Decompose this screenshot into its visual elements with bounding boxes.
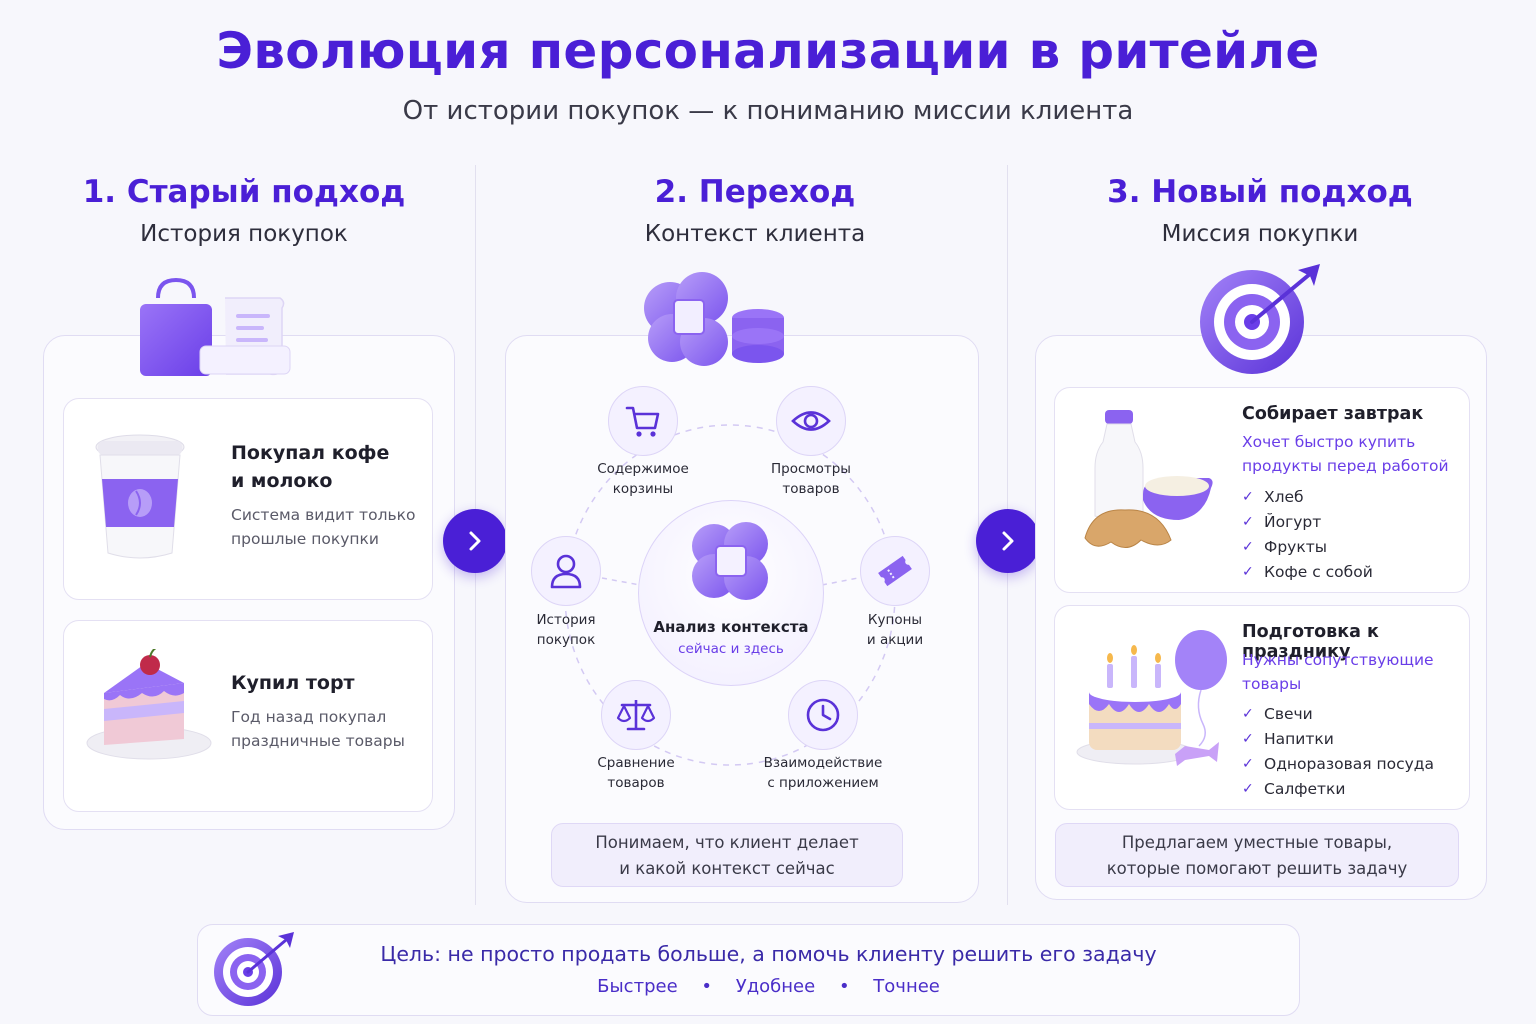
mission-card-breakfast: Собирает завтрак Хочет быстро купить про…: [1054, 387, 1470, 593]
list-item: ✓Йогурт: [1242, 512, 1322, 531]
old-card-desc: Система видит только прошлые покупки: [231, 506, 416, 548]
mission-items: ✓Свечи ✓Напитки ✓Одноразовая посуда ✓Сал…: [1242, 701, 1434, 801]
column-title-transition: 2. Переход: [654, 174, 856, 210]
new-approach-note: Предлагаем уместные товары, которые помо…: [1055, 823, 1459, 887]
mission-card-holiday: Подготовка к празднику Нужны сопутствующ…: [1054, 605, 1470, 810]
old-card-cake: Купил торт Год назад покупал праздничные…: [63, 620, 433, 812]
node-views: [776, 386, 846, 456]
coupon-icon: [878, 555, 912, 587]
page-title: Эволюция персонализации в ритейле: [216, 22, 1320, 80]
chevron-right-icon: [1002, 531, 1014, 551]
coffee-cup-icon: [95, 434, 185, 559]
goal-text: Цель: не просто продать больше, а помочь…: [380, 942, 1157, 966]
list-item: ✓Одноразовая посуда: [1242, 754, 1435, 773]
list-item: ✓Хлеб: [1242, 487, 1304, 506]
breakfast-icon: [1084, 410, 1213, 548]
old-card-title: Купил торт: [231, 672, 355, 694]
goal-tags: Быстрее • Удобнее • Точнее: [197, 976, 1300, 997]
mission-items: ✓Хлеб ✓Йогурт ✓Фрукты ✓Кофе с собой: [1242, 484, 1373, 584]
list-item: ✓Фрукты: [1242, 537, 1327, 556]
shopping-bag-icon: [140, 277, 291, 376]
goal-tag: Удобнее: [735, 976, 816, 997]
column-subtitle-old: История покупок: [140, 221, 348, 247]
eye-icon: [791, 411, 831, 431]
check-icon: ✓: [1242, 563, 1254, 580]
target-icon: [214, 932, 294, 1006]
column-title-old: 1. Старый подход: [82, 174, 406, 210]
column-subtitle-transition: Контекст клиента: [644, 221, 866, 247]
old-card-title: Покупал кофе и молоко: [231, 442, 390, 492]
clock-icon: [806, 698, 840, 732]
old-card-coffee: Покупал кофе и молоко Система видит толь…: [63, 398, 433, 600]
tag-separator: •: [701, 976, 713, 997]
goal-tag: Точнее: [873, 976, 940, 997]
node-coupons: [860, 536, 930, 606]
mission-subtitle: Нужны сопутствующие товары: [1242, 651, 1434, 693]
user-icon: [550, 554, 582, 589]
check-icon: ✓: [1242, 730, 1254, 747]
mission-title: Собирает завтрак: [1242, 404, 1424, 424]
brain-database-icon: [644, 272, 784, 366]
goal-tag: Быстрее: [597, 976, 678, 997]
target-icon: [1200, 264, 1320, 374]
check-icon: ✓: [1242, 488, 1254, 505]
list-item: ✓Салфетки: [1242, 779, 1346, 798]
list-item: ✓Кофе с собой: [1242, 562, 1373, 581]
node-history: [531, 536, 601, 606]
check-icon: ✓: [1242, 513, 1254, 530]
check-icon: ✓: [1242, 755, 1254, 772]
goal-banner: [197, 924, 1300, 1016]
check-icon: ✓: [1242, 705, 1254, 722]
cake-slice-icon: [86, 649, 212, 760]
tag-separator: •: [838, 976, 850, 997]
check-icon: ✓: [1242, 538, 1254, 555]
brain-chip-icon: [692, 522, 768, 600]
node-cart: [608, 386, 678, 456]
mission-title: Подготовка к празднику: [1242, 622, 1379, 662]
next-arrow-button[interactable]: [443, 509, 507, 573]
transition-note: Понимаем, что клиент делает и какой конт…: [551, 823, 903, 887]
next-arrow-button[interactable]: [976, 509, 1040, 573]
birthday-cake-icon: [1076, 630, 1227, 766]
hub-subtitle: сейчас и здесь: [678, 641, 784, 657]
node-app-interaction: [788, 680, 858, 750]
check-icon: ✓: [1242, 780, 1254, 797]
cart-icon: [625, 406, 660, 437]
list-item: ✓Свечи: [1242, 704, 1313, 723]
chevron-right-icon: [469, 531, 481, 551]
node-compare: [601, 680, 671, 750]
list-item: ✓Напитки: [1242, 729, 1334, 748]
page-subtitle: От истории покупок — к пониманию миссии …: [402, 96, 1134, 126]
mission-subtitle: Хочет быстро купить продукты перед работ…: [1242, 433, 1449, 475]
column-subtitle-new: Миссия покупки: [1161, 221, 1359, 247]
scales-icon: [616, 700, 656, 731]
column-title-new: 3. Новый подход: [1107, 174, 1413, 210]
old-card-desc: Год назад покупал праздничные товары: [231, 708, 405, 750]
hub-title: Анализ контекста: [653, 618, 809, 636]
